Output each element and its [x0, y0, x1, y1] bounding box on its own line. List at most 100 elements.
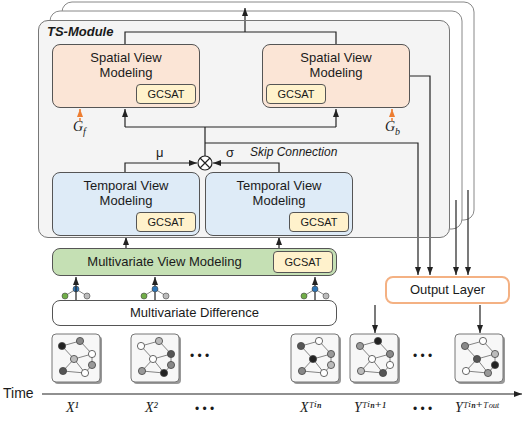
spatial-input-arrow [335, 109, 336, 127]
box-label: Output Layer [410, 283, 485, 298]
graph-icon [455, 334, 503, 382]
graph-vertex [320, 369, 327, 376]
box-label: GCSAT [147, 216, 184, 229]
difference-vertex [152, 286, 158, 292]
connector-arrow [410, 76, 430, 275]
time-step-label: X¹ [66, 400, 79, 415]
graph-vertex [167, 350, 174, 357]
graph-icon [52, 334, 100, 382]
graph-vertex [309, 355, 316, 362]
graph-vertex [473, 355, 480, 362]
graph-vertex [81, 369, 88, 376]
graph-vertex [368, 355, 375, 362]
gcsat-box: GCSAT [136, 84, 196, 104]
sigma-symbol: σ [226, 146, 234, 160]
graph-vertex [386, 361, 393, 368]
difference-vertex [62, 293, 68, 299]
process-box: Temporal View ModelingGCSAT [205, 172, 353, 236]
graph-vertex [491, 361, 498, 368]
connection-label: Skip Connection [250, 146, 337, 159]
gcsat-box: GCSAT [266, 84, 326, 104]
graph-vertex [379, 369, 386, 376]
difference-vertex [84, 293, 90, 299]
process-box: Spatial View ModelingGCSAT [52, 44, 200, 108]
sigma-wire [213, 163, 279, 172]
graph-vertex [70, 355, 77, 362]
module-heading: TS-Module [47, 25, 113, 40]
graph-vertex [76, 337, 83, 344]
graph-vertex [327, 361, 334, 368]
graph-vertex [298, 367, 305, 374]
box-label: Temporal View Modeling [70, 179, 182, 209]
time-step-label: Xᵀⁱⁿ [300, 400, 321, 415]
graph-vertex [484, 369, 491, 376]
ellipsis: • • • [413, 403, 432, 416]
box-label: Spatial View Modeling [70, 51, 182, 81]
output-arrow [479, 305, 480, 333]
graph-vertex [88, 350, 95, 357]
graph-vertex [356, 342, 363, 349]
module-output-wire [125, 32, 336, 44]
difference-vertex [301, 293, 307, 299]
graph-vertex [327, 350, 334, 357]
box-label: GCSAT [284, 256, 321, 269]
time-step-label: Yᵀⁱⁿ⁺ᵀᵒᵘᵗ [455, 400, 499, 415]
graph-vertex [138, 367, 145, 374]
stack-output-wire [467, 190, 468, 275]
gcsat-box: GCSAT [136, 212, 196, 232]
gcsat-box: GCSAT [289, 212, 349, 232]
graph-vertex [491, 350, 498, 357]
graph-vertex [386, 350, 393, 357]
ellipsis: • • • [413, 350, 432, 363]
box-label: Multivariate Difference [130, 306, 259, 321]
graph-vertex [155, 337, 162, 344]
box-label: GCSAT [300, 216, 337, 229]
output-arrow [374, 305, 375, 333]
process-box: Multivariate View Modeling GCSAT [52, 248, 337, 276]
axis-label: Time [3, 386, 34, 401]
graph-icon [131, 334, 179, 382]
graph-icon [350, 334, 398, 382]
graph-vertex [479, 337, 486, 344]
stack-output-wire [455, 200, 456, 275]
box-label: Temporal View Modeling [223, 179, 335, 209]
product-symbol [198, 156, 212, 170]
time-step-label: X² [145, 400, 158, 415]
difference-vertex [323, 293, 329, 299]
gcsat-box: GCSAT [273, 251, 333, 273]
graph-vertex [167, 361, 174, 368]
box-label: GCSAT [147, 88, 184, 101]
difference-vertex [141, 293, 147, 299]
box-label: GCSAT [277, 88, 314, 101]
difference-vertex [312, 286, 318, 292]
process-box: Multivariate Difference [52, 300, 337, 326]
graph-vertex [461, 342, 468, 349]
graph-vertex [357, 367, 364, 374]
graph-subscript: b [395, 126, 400, 137]
graph-symbol: G [385, 119, 395, 134]
graph-vertex [88, 361, 95, 368]
difference-vertex [163, 293, 169, 299]
ellipsis: • • • [195, 403, 214, 416]
box-label: Multivariate View Modeling [87, 255, 241, 270]
module-ground [38, 20, 450, 238]
box-label: Spatial View Modeling [280, 51, 392, 81]
time-axis [42, 393, 522, 394]
connector-arrow [125, 237, 126, 248]
time-step-label: Yᵀⁱⁿ⁺¹ [354, 400, 386, 415]
graph-vertex [315, 337, 322, 344]
spatial-input-arrow [124, 109, 125, 127]
graph-vertex [462, 367, 469, 374]
mu-wire [125, 163, 197, 172]
output-box: Output Layer [385, 276, 510, 304]
process-box: Spatial View ModelingGCSAT [262, 44, 410, 108]
process-box: Temporal View ModelingGCSAT [52, 172, 200, 236]
graph-vertex [160, 369, 167, 376]
graph-subscript: f [83, 126, 86, 137]
graph-vertex [149, 355, 156, 362]
connector-arrow [278, 237, 279, 248]
graph-vertex [58, 342, 65, 349]
graph-vertex [59, 367, 66, 374]
mu-symbol: μ [156, 146, 164, 160]
graph-vertex [297, 342, 304, 349]
